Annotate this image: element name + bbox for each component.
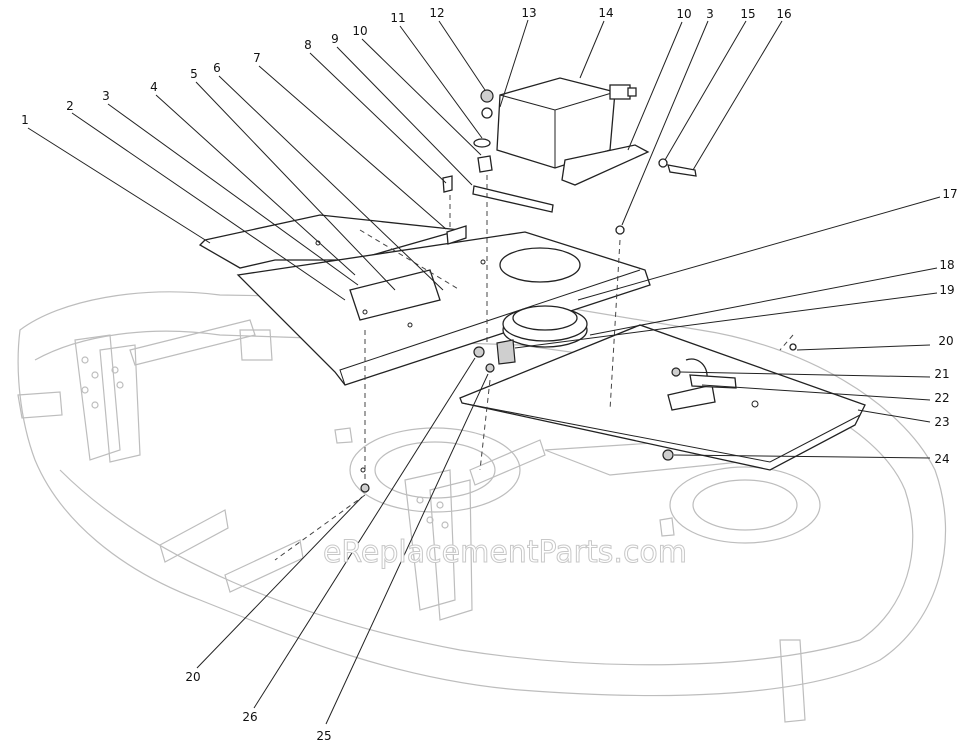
mower-deck (17, 291, 947, 723)
callout-11: 11 (390, 11, 405, 25)
callout-2: 2 (66, 99, 74, 113)
motor-assembly (496, 77, 650, 186)
callout-20: 20 (938, 334, 953, 348)
callout-3-b: 3 (706, 7, 714, 21)
callout-10-b: 10 (676, 7, 691, 21)
callout-10: 10 (352, 24, 367, 38)
callout-24: 24 (934, 452, 949, 466)
callout-25: 25 (316, 729, 331, 743)
callout-12: 12 (429, 6, 444, 20)
callout-9: 9 (331, 32, 339, 46)
callout-18: 18 (939, 258, 954, 272)
callout-6: 6 (213, 61, 221, 75)
leader-lines (27, 19, 941, 725)
mounting-plate (198, 214, 651, 386)
watermark: eReplacementParts.com (323, 535, 687, 570)
callout-22: 22 (934, 391, 949, 405)
callout-19: 19 (939, 283, 954, 297)
callout-1: 1 (21, 113, 29, 127)
callout-labels: 1 2 3 4 5 6 7 8 9 10 11 12 13 14 10 3 15… (21, 6, 957, 743)
callout-21: 21 (934, 367, 949, 381)
callout-23: 23 (934, 415, 949, 429)
callout-7: 7 (253, 51, 261, 65)
callout-20-b: 20 (185, 670, 200, 684)
callout-26: 26 (242, 710, 257, 724)
callout-4: 4 (150, 80, 158, 94)
callout-17: 17 (942, 187, 957, 201)
callout-14: 14 (598, 6, 613, 20)
callout-8: 8 (304, 38, 312, 52)
callout-5: 5 (190, 67, 198, 81)
assembly-lines (274, 175, 794, 561)
callout-13: 13 (521, 6, 536, 20)
callout-3: 3 (102, 89, 110, 103)
callout-16: 16 (776, 7, 791, 21)
hardware (360, 89, 866, 493)
callout-15: 15 (740, 7, 755, 21)
